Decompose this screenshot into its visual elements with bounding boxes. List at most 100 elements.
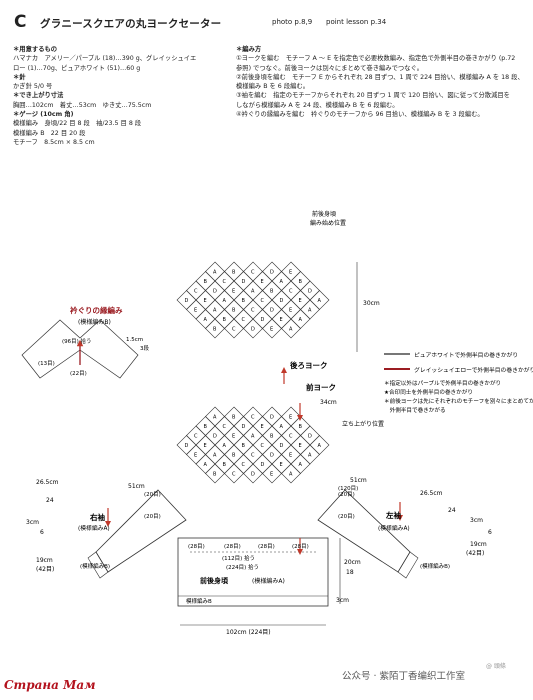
label-120-stitches: (120目) — [338, 485, 358, 492]
yoke-motif-letter: B — [270, 434, 274, 440]
yoke-motif — [224, 318, 244, 339]
yoke-motif-letter: A — [308, 453, 312, 459]
legend-white-text: ピュアホワイトで外側半目の巻きかがり — [414, 351, 518, 359]
materials-line: 模様編み B 22 目 20 段 — [13, 129, 86, 137]
note-line: ★合印同士を外側半目の巻きかがり — [384, 388, 473, 396]
method-line: しながら模様編み A を 24 段、模様編み B を 6 段編む。 — [236, 101, 399, 109]
method-line: ①ヨークを編む モチーフ A ～ E を指定色で必要枚数編み、指定色で外側半目の… — [236, 55, 516, 63]
yoke-motif-letter: A — [251, 434, 255, 440]
yoke-motif-letter: C — [251, 453, 255, 459]
yoke-motif — [262, 318, 282, 339]
label-20-stitches: (20目) — [144, 513, 161, 520]
yoke-motif-letter: B — [232, 308, 236, 314]
yoke-motif-letter: D — [185, 298, 189, 304]
yoke-motif-letter: A — [204, 317, 208, 323]
yoke-motif-letter: D — [280, 298, 284, 304]
yoke-motif-letter: E — [289, 308, 292, 314]
yoke-motif-letter: C — [251, 415, 255, 421]
yoke-motif-letter: B — [223, 317, 227, 323]
yoke-motif-letter: B — [232, 270, 236, 276]
yoke-motif-letter: D — [270, 308, 274, 314]
note-line: ＊前後ヨークは先にそれぞれのモチーフを別々にまとめてから — [384, 397, 533, 405]
yoke-motif-letter: B — [232, 453, 236, 459]
yoke-motif-letter: E — [299, 298, 302, 304]
yoke-motif-letter: D — [270, 453, 274, 459]
yoke-motif-letter: D — [261, 317, 265, 323]
yoke-motif-letter: C — [242, 317, 246, 323]
yoke-motif-letter: E — [270, 327, 273, 333]
yoke-motif-letter: A — [289, 327, 293, 333]
label-30cm: 30cm — [363, 300, 380, 307]
yoke-motif-letter: E — [289, 415, 292, 421]
method-line: 参照) でつなぐ。前後ヨークは別々にまとめて巻き編みでつなぐ。 — [236, 64, 424, 72]
label-3cm-body: 3cm — [336, 597, 349, 604]
method-line: 模様編み B を 6 段編む。 — [236, 83, 310, 91]
yoke-motif — [205, 318, 225, 339]
label-22-stitches: (22目) — [70, 370, 87, 377]
yoke-motif-letter: A — [213, 415, 217, 421]
watermark-corner: @ 頭條 — [486, 663, 506, 670]
yoke-motif-letter: B — [299, 424, 303, 430]
yoke-motif-letter: C — [289, 289, 293, 295]
label-19cm-right: 19cm — [36, 557, 53, 564]
yoke-motif-letter: E — [232, 434, 235, 440]
label-1-5cm: 1.5cm — [126, 337, 143, 343]
label-body: 前後身頃 — [200, 576, 229, 585]
note-line: ＊指定以外はパープルで外側半目の巻きかがり — [384, 379, 501, 387]
materials-line: ＊でき上がり寸法 — [13, 92, 64, 100]
yoke-motif-letter: B — [299, 279, 303, 285]
label-back-yoke: 後ろヨーク — [290, 360, 328, 370]
neckband-piece — [21, 319, 139, 379]
note-line: 外側半目で巻きかがる — [384, 406, 446, 414]
label-left-sleeve: 左袖 — [385, 510, 401, 520]
yoke-motif-letter: A — [280, 279, 284, 285]
yoke-motif-letter: D — [251, 327, 255, 333]
label-51cm-left: 51cm — [350, 477, 367, 484]
label-24-right: 24 — [46, 497, 54, 504]
label-6-right: 6 — [40, 529, 44, 536]
yoke-motif-letter: C — [261, 298, 265, 304]
yoke-motif-letter: E — [289, 453, 292, 459]
materials-line: ＊針 — [13, 73, 26, 81]
materials-line: モチーフ 8.5cm × 8.5 cm — [13, 138, 95, 146]
yoke-motif-letter: A — [318, 443, 322, 449]
yoke-motif — [262, 463, 282, 484]
materials-line: ロー (1)…70g、ピュアホワイト (51)…60 g — [13, 64, 141, 72]
label-224-pick: (224目) 拾う — [226, 563, 259, 571]
label-neck-pick: (96目) 拾う — [62, 337, 92, 345]
yoke-motif-letter: C — [194, 289, 198, 295]
yoke-motif-letter: C — [232, 327, 236, 333]
yoke-motif-letter: B — [213, 327, 217, 333]
materials-list: ＊用意するもの ハマナカ アメリー／パープル (18)…390 g、グレイッシュ… — [13, 45, 196, 147]
label-3cm-right: 3cm — [26, 519, 39, 526]
pattern-title: グラニースクエアの丸ヨークセーター — [40, 18, 222, 30]
label-3cm-left: 3cm — [470, 517, 483, 524]
yoke-motif-letter: C — [289, 434, 293, 440]
label-28-stitches: (28目) — [292, 543, 309, 550]
label-20-stitches: (20目) — [338, 513, 355, 520]
yoke-motif-letter: C — [223, 279, 227, 285]
label-19cm-left: 19cm — [470, 541, 487, 548]
label-neckband-sub: (模様編みB) — [78, 318, 111, 326]
yoke-motif-letter: B — [213, 472, 217, 478]
label-front-back-neck: 前後身頃 — [312, 210, 336, 218]
yoke-motif-letter: E — [194, 308, 197, 314]
materials-line: 胸囲…102cm 着丈…53cm ゆき丈…75.5cm — [13, 101, 152, 109]
yoke-motif-letter: B — [242, 298, 246, 304]
yoke-motif-letter: A — [289, 472, 293, 478]
label-right-sleeve-pattern: (模様編みA) — [78, 524, 110, 532]
yoke-motif-letter: A — [213, 453, 217, 459]
yoke-motif-letter: D — [242, 424, 246, 430]
label-neckband: 衿ぐりの縁編み — [70, 305, 123, 315]
label-26-5cm-right: 26.5cm — [36, 479, 59, 486]
yoke-motif-letter: E — [270, 472, 273, 478]
yoke-motif-letter: D — [261, 462, 265, 468]
label-20-stitches: (20目) — [144, 491, 161, 498]
label-42-left: (42目) — [466, 550, 484, 557]
body-piece — [177, 537, 329, 607]
yoke-motif — [205, 463, 225, 484]
label-18-rows: 18 — [346, 569, 354, 576]
yoke-motif-letter: A — [223, 298, 227, 304]
yoke-motif-letter: C — [223, 424, 227, 430]
